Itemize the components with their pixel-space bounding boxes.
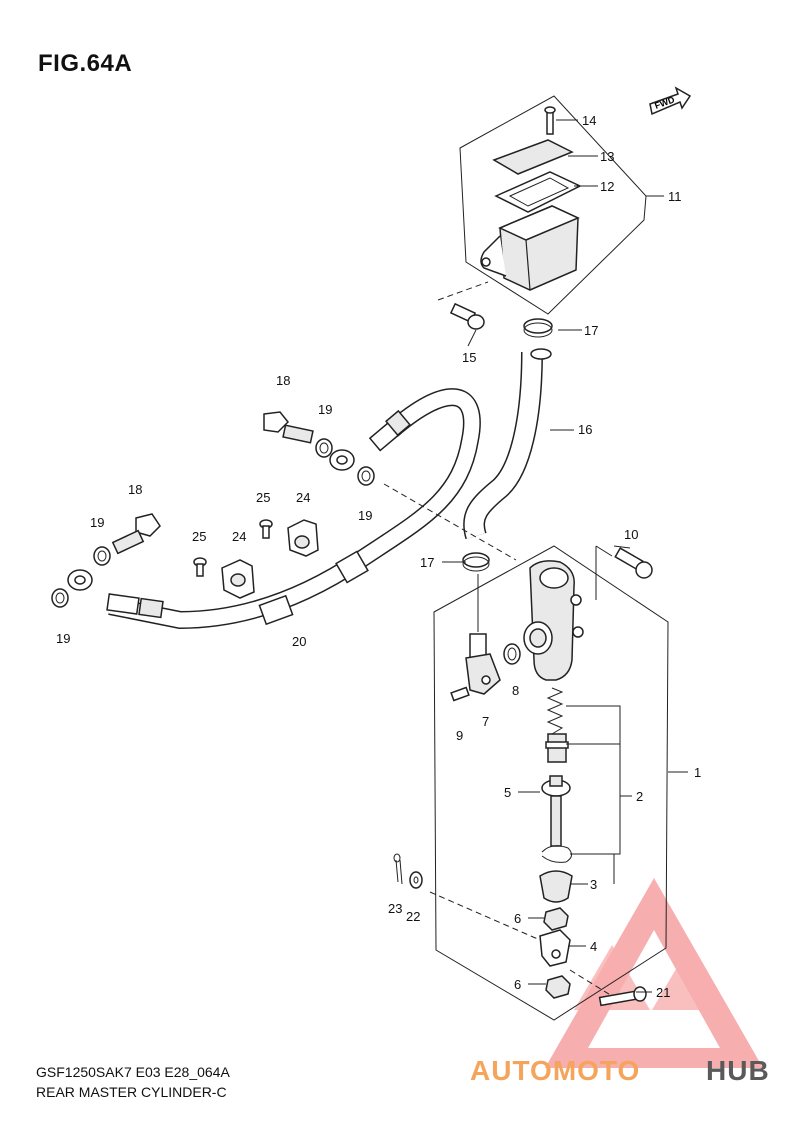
washer-19b — [357, 466, 375, 486]
callout-17-lower: 17 — [420, 555, 434, 570]
reservoir-bolt — [449, 302, 485, 330]
callout-17-top: 17 — [584, 323, 598, 338]
banjo-fitting-upper — [329, 449, 355, 471]
banjo-bolt-upper — [263, 411, 314, 444]
mounting-bolt-10 — [614, 547, 653, 579]
callout-4: 4 — [590, 939, 597, 954]
figure-title: FIG.64A — [38, 50, 133, 77]
hose-clamp-lower — [462, 552, 490, 572]
washer-19c — [93, 546, 111, 566]
banjo-fitting-lower — [67, 569, 93, 591]
brand-text-automoto: AUTOMOTO — [470, 1055, 640, 1086]
leader-lines-cylinder — [442, 545, 688, 993]
callout-10: 10 — [624, 527, 638, 542]
callout-18-lower: 18 — [128, 482, 142, 497]
washer-19a — [315, 438, 333, 458]
callout-8: 8 — [512, 683, 519, 698]
cotter-pin-23 — [393, 853, 403, 885]
fwd-arrow-icon: FWD — [649, 86, 692, 116]
boot-3 — [539, 870, 573, 903]
dashed-guide-15 — [437, 281, 489, 301]
callout-15: 15 — [462, 350, 476, 365]
leader-lines-top — [467, 119, 664, 431]
dashed-guide-pin — [429, 891, 541, 941]
piston-spring — [546, 687, 564, 735]
callout-24-right: 24 — [296, 490, 310, 505]
screw-9 — [450, 686, 470, 702]
diagram-name: REAR MASTER CYLINDER-C — [36, 1084, 227, 1100]
clevis-4 — [539, 929, 571, 967]
master-cylinder-outline — [433, 545, 669, 1021]
nut-6-lower — [545, 975, 571, 999]
callout-6-upper: 6 — [514, 911, 521, 926]
watermark-brand: AUTOMOTO HUB — [470, 1055, 770, 1086]
reservoir-cap — [492, 139, 574, 175]
screw-25-left — [193, 557, 207, 577]
brand-text-hub: HUB — [706, 1055, 770, 1086]
clevis-pin-21 — [598, 986, 647, 1007]
callout-9: 9 — [456, 728, 463, 743]
callout-19-c: 19 — [90, 515, 104, 530]
washer-22 — [409, 871, 423, 889]
reservoir-assembly-outline — [459, 95, 647, 315]
brake-hose-fitting-upper — [368, 409, 411, 452]
callout-labels: 14 13 12 11 17 15 16 18 19 19 18 19 19 2… — [56, 113, 701, 1000]
callout-7: 7 — [482, 714, 489, 729]
callout-24-left: 24 — [232, 529, 246, 544]
reservoir-body — [480, 205, 580, 291]
hose-clamp-24-left — [221, 559, 255, 599]
master-cylinder-body — [523, 560, 584, 681]
banjo-bolt-lower — [111, 513, 161, 555]
callout-20: 20 — [292, 634, 306, 649]
callout-2: 2 — [636, 789, 643, 804]
reservoir-diaphragm — [494, 171, 582, 213]
o-ring-8 — [503, 643, 521, 665]
callout-6-lower: 6 — [514, 977, 521, 992]
dashed-guide-pin-2 — [569, 969, 613, 997]
push-rod — [550, 795, 562, 847]
washer-19d — [51, 588, 69, 608]
diagram-code: GSF1250SAK7 E03 E28_064A — [36, 1064, 230, 1080]
callout-21: 21 — [656, 985, 670, 1000]
callout-1: 1 — [694, 765, 701, 780]
callout-23: 23 — [388, 901, 402, 916]
brake-hose-fitting-lower — [106, 550, 369, 626]
piston — [545, 733, 569, 763]
callout-3: 3 — [590, 877, 597, 892]
callout-19-d: 19 — [56, 631, 70, 646]
callout-11: 11 — [668, 189, 682, 204]
callout-19-a: 19 — [318, 402, 332, 417]
callout-12: 12 — [600, 179, 614, 194]
screw-25-right — [259, 519, 273, 539]
callout-19-b: 19 — [358, 508, 372, 523]
callout-22: 22 — [406, 909, 420, 924]
hose-clamp-24-right — [287, 519, 319, 557]
circlip — [541, 845, 572, 863]
reservoir-cap-screw — [544, 106, 556, 135]
watermark-logo-triangle — [545, 878, 763, 1068]
nut-6-upper — [543, 907, 569, 931]
callout-13: 13 — [600, 149, 614, 164]
callout-18-upper: 18 — [276, 373, 290, 388]
hose-clamp-top — [523, 318, 553, 338]
leader-10 — [595, 545, 613, 600]
piston-washer-5 — [541, 775, 571, 797]
callout-16: 16 — [578, 422, 592, 437]
callout-25-right: 25 — [256, 490, 270, 505]
inlet-fitting — [465, 633, 501, 695]
callout-14: 14 — [582, 113, 596, 128]
callout-25-left: 25 — [192, 529, 206, 544]
dashed-guide-hose — [383, 483, 517, 561]
callout-5: 5 — [504, 785, 511, 800]
